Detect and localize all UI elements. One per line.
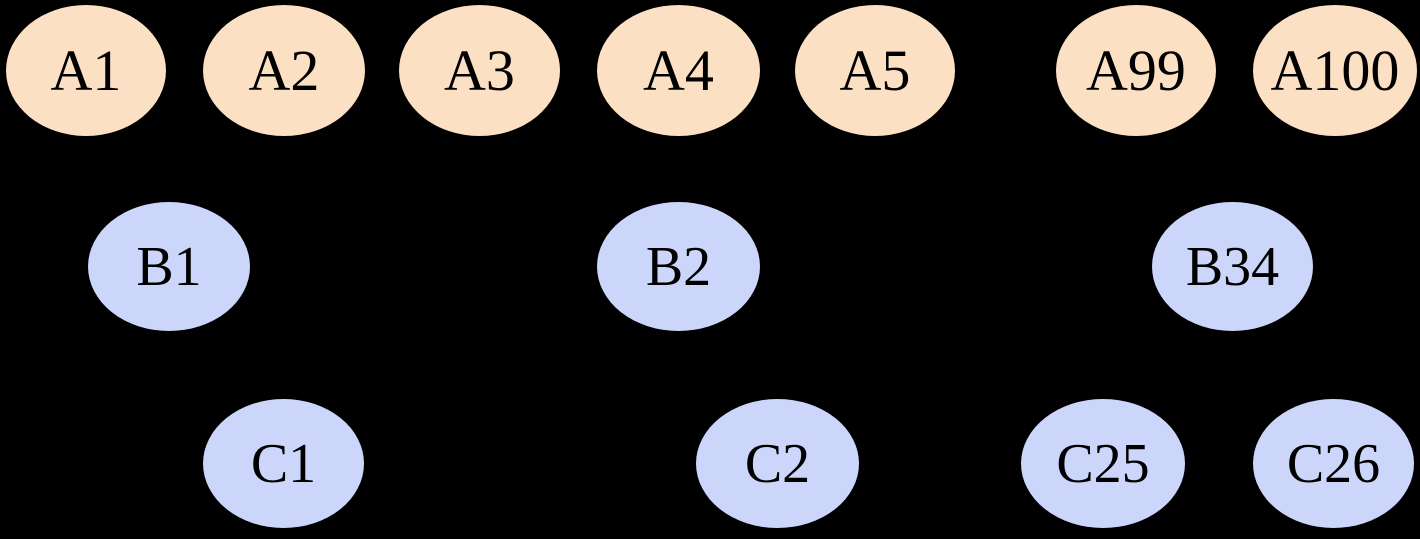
node-label: A99 — [1086, 37, 1186, 103]
node-a1[interactable]: A1 — [6, 5, 166, 136]
node-b1[interactable]: B1 — [88, 202, 250, 331]
node-label: B34 — [1185, 235, 1280, 298]
node-a4[interactable]: A4 — [597, 5, 760, 136]
node-label: A4 — [643, 37, 714, 103]
node-label: C1 — [250, 432, 317, 495]
node-a3[interactable]: A3 — [399, 5, 560, 136]
node-label: C25 — [1056, 432, 1150, 495]
node-a100[interactable]: A100 — [1253, 5, 1417, 136]
node-c2[interactable]: C2 — [696, 399, 859, 528]
node-c1[interactable]: C1 — [203, 399, 364, 528]
node-label: A5 — [839, 37, 911, 103]
node-label: A1 — [50, 37, 122, 103]
node-label: B2 — [645, 235, 712, 298]
node-c26[interactable]: C26 — [1253, 399, 1414, 528]
node-b34[interactable]: B34 — [1152, 202, 1313, 331]
node-a99[interactable]: A99 — [1056, 5, 1216, 136]
node-a5[interactable]: A5 — [795, 5, 955, 136]
node-b2[interactable]: B2 — [597, 202, 760, 331]
node-label: A2 — [248, 37, 320, 103]
node-c25[interactable]: C25 — [1021, 399, 1185, 528]
node-label: A100 — [1270, 37, 1400, 103]
node-label: B1 — [136, 235, 202, 298]
node-a2[interactable]: A2 — [203, 5, 365, 136]
node-label: C2 — [744, 432, 811, 495]
node-label: C26 — [1286, 432, 1381, 495]
node-label: A3 — [444, 37, 515, 103]
